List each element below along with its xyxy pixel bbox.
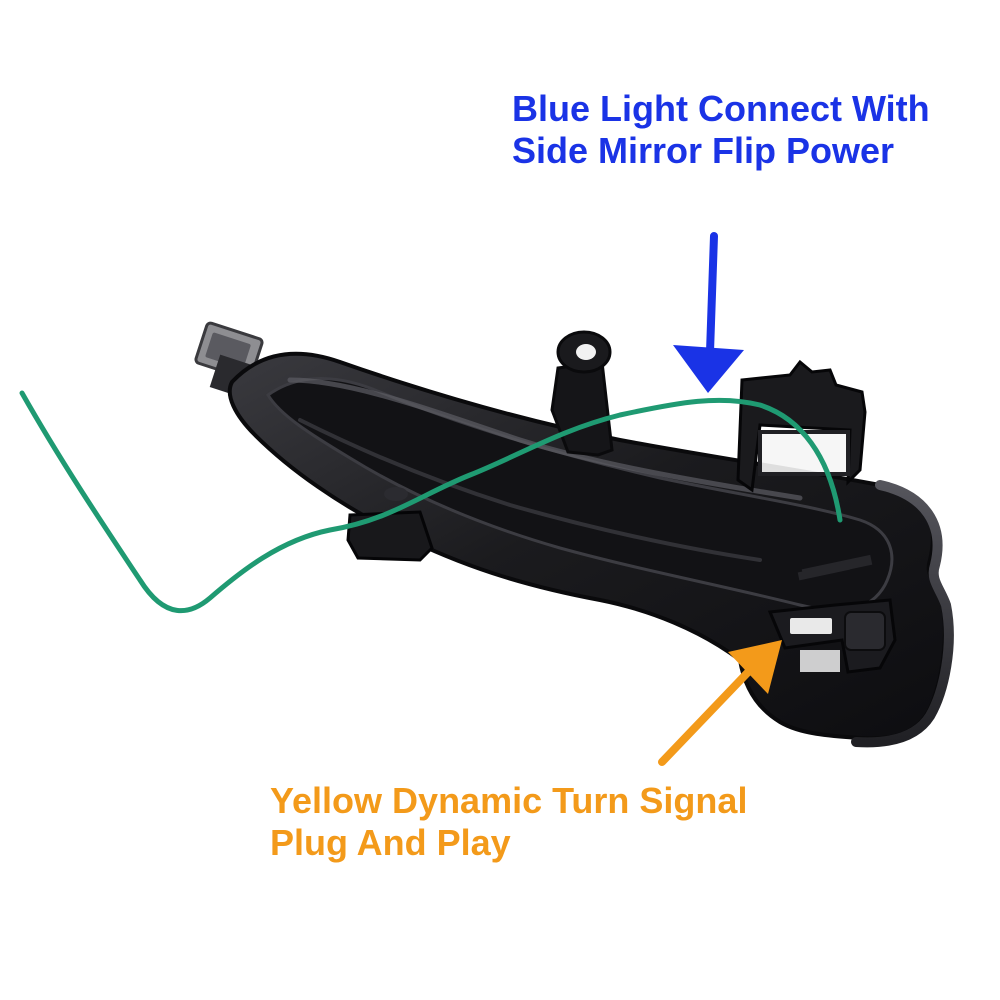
blue-caption-line-1: Blue Light Connect With [512, 88, 930, 129]
blue-arrow [673, 232, 744, 393]
blue-caption-line-2: Side Mirror Flip Power [512, 130, 895, 171]
bottom-clip-tab [346, 487, 434, 562]
top-clip-frame [736, 359, 867, 493]
embossed-part-number [797, 554, 873, 581]
turn-signal-socket [767, 598, 897, 674]
orange-caption-line-1: Yellow Dynamic Turn Signal [270, 780, 748, 821]
orange-arrow [658, 640, 782, 766]
green-wire [19, 390, 843, 614]
blue-light-caption: Blue Light Connect With Side Mirror Flip… [512, 88, 930, 172]
turn-signal-caption: Yellow Dynamic Turn Signal Plug And Play [270, 780, 747, 864]
housing-body [227, 351, 954, 748]
orange-caption-line-2: Plug And Play [270, 822, 511, 863]
